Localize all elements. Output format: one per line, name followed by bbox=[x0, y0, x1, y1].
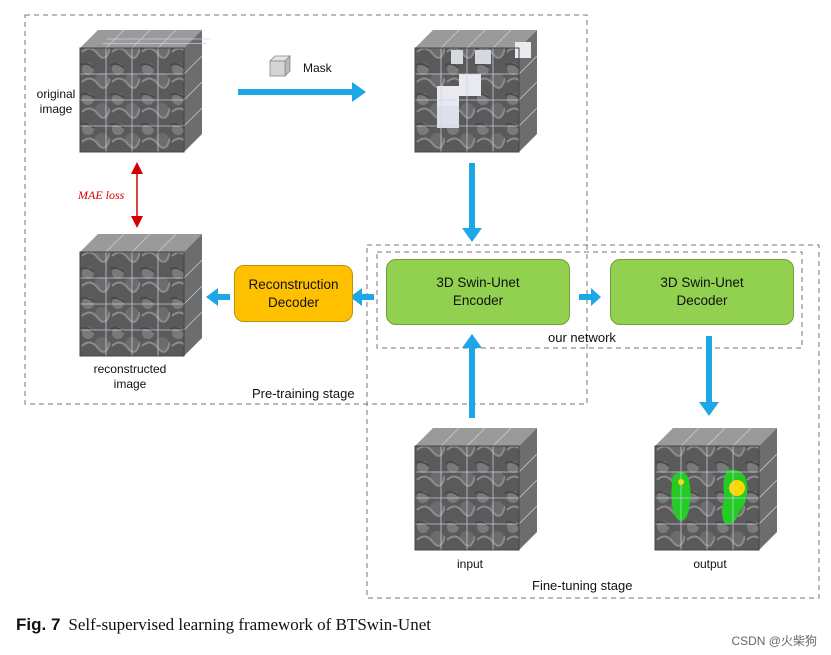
recon-decoder-label: Reconstruction Decoder bbox=[248, 276, 339, 310]
arrow-encoder-to-decoder bbox=[579, 288, 601, 306]
arrow-mask bbox=[238, 82, 366, 102]
our-network-frame bbox=[376, 251, 803, 349]
output-image-cube bbox=[654, 427, 778, 551]
arrow-masked-to-encoder bbox=[462, 163, 482, 242]
reconstructed-image-label: reconstructed image bbox=[93, 362, 167, 391]
tumor-core bbox=[729, 480, 745, 496]
original-image-cube bbox=[79, 29, 211, 153]
decoder-label: 3D Swin-Unet Decoder bbox=[660, 275, 744, 308]
input-label: input bbox=[456, 557, 484, 571]
mask-cube-icon bbox=[269, 55, 291, 77]
encoder-label: 3D Swin-Unet Encoder bbox=[436, 275, 520, 308]
reconstruction-decoder-box: Reconstruction Decoder bbox=[234, 265, 353, 322]
figure-caption-text: Self-supervised learning framework of BT… bbox=[68, 615, 431, 634]
output-label: output bbox=[693, 557, 727, 571]
arrow-recon-to-image bbox=[206, 288, 230, 306]
pretraining-frame bbox=[24, 14, 588, 405]
swin-unet-decoder-box: 3D Swin-Unet Decoder bbox=[610, 259, 794, 325]
arrow-input-to-encoder bbox=[462, 334, 482, 418]
mae-loss-label: MAE loss bbox=[78, 188, 125, 202]
masked-image-cube bbox=[414, 29, 538, 153]
watermark: CSDN @火柴狗 bbox=[731, 634, 817, 648]
input-image-cube bbox=[414, 427, 538, 551]
finetuning-frame bbox=[366, 244, 820, 599]
finetuning-stage-label: Fine-tuning stage bbox=[532, 578, 633, 593]
arrow-encoder-to-recon bbox=[350, 288, 374, 306]
mask-label: Mask bbox=[303, 61, 332, 75]
swin-unet-encoder-box: 3D Swin-Unet Encoder bbox=[386, 259, 570, 325]
original-image-label: original image bbox=[36, 87, 76, 116]
arrow-decoder-to-output bbox=[699, 336, 719, 416]
figure-number: Fig. 7 bbox=[16, 615, 61, 634]
pretraining-stage-label: Pre-training stage bbox=[252, 386, 355, 401]
our-network-label: our network bbox=[548, 330, 616, 345]
reconstructed-image-cube bbox=[79, 233, 203, 357]
figure-caption: Fig. 7 Self-supervised learning framework… bbox=[16, 615, 431, 635]
arrows bbox=[206, 82, 719, 418]
